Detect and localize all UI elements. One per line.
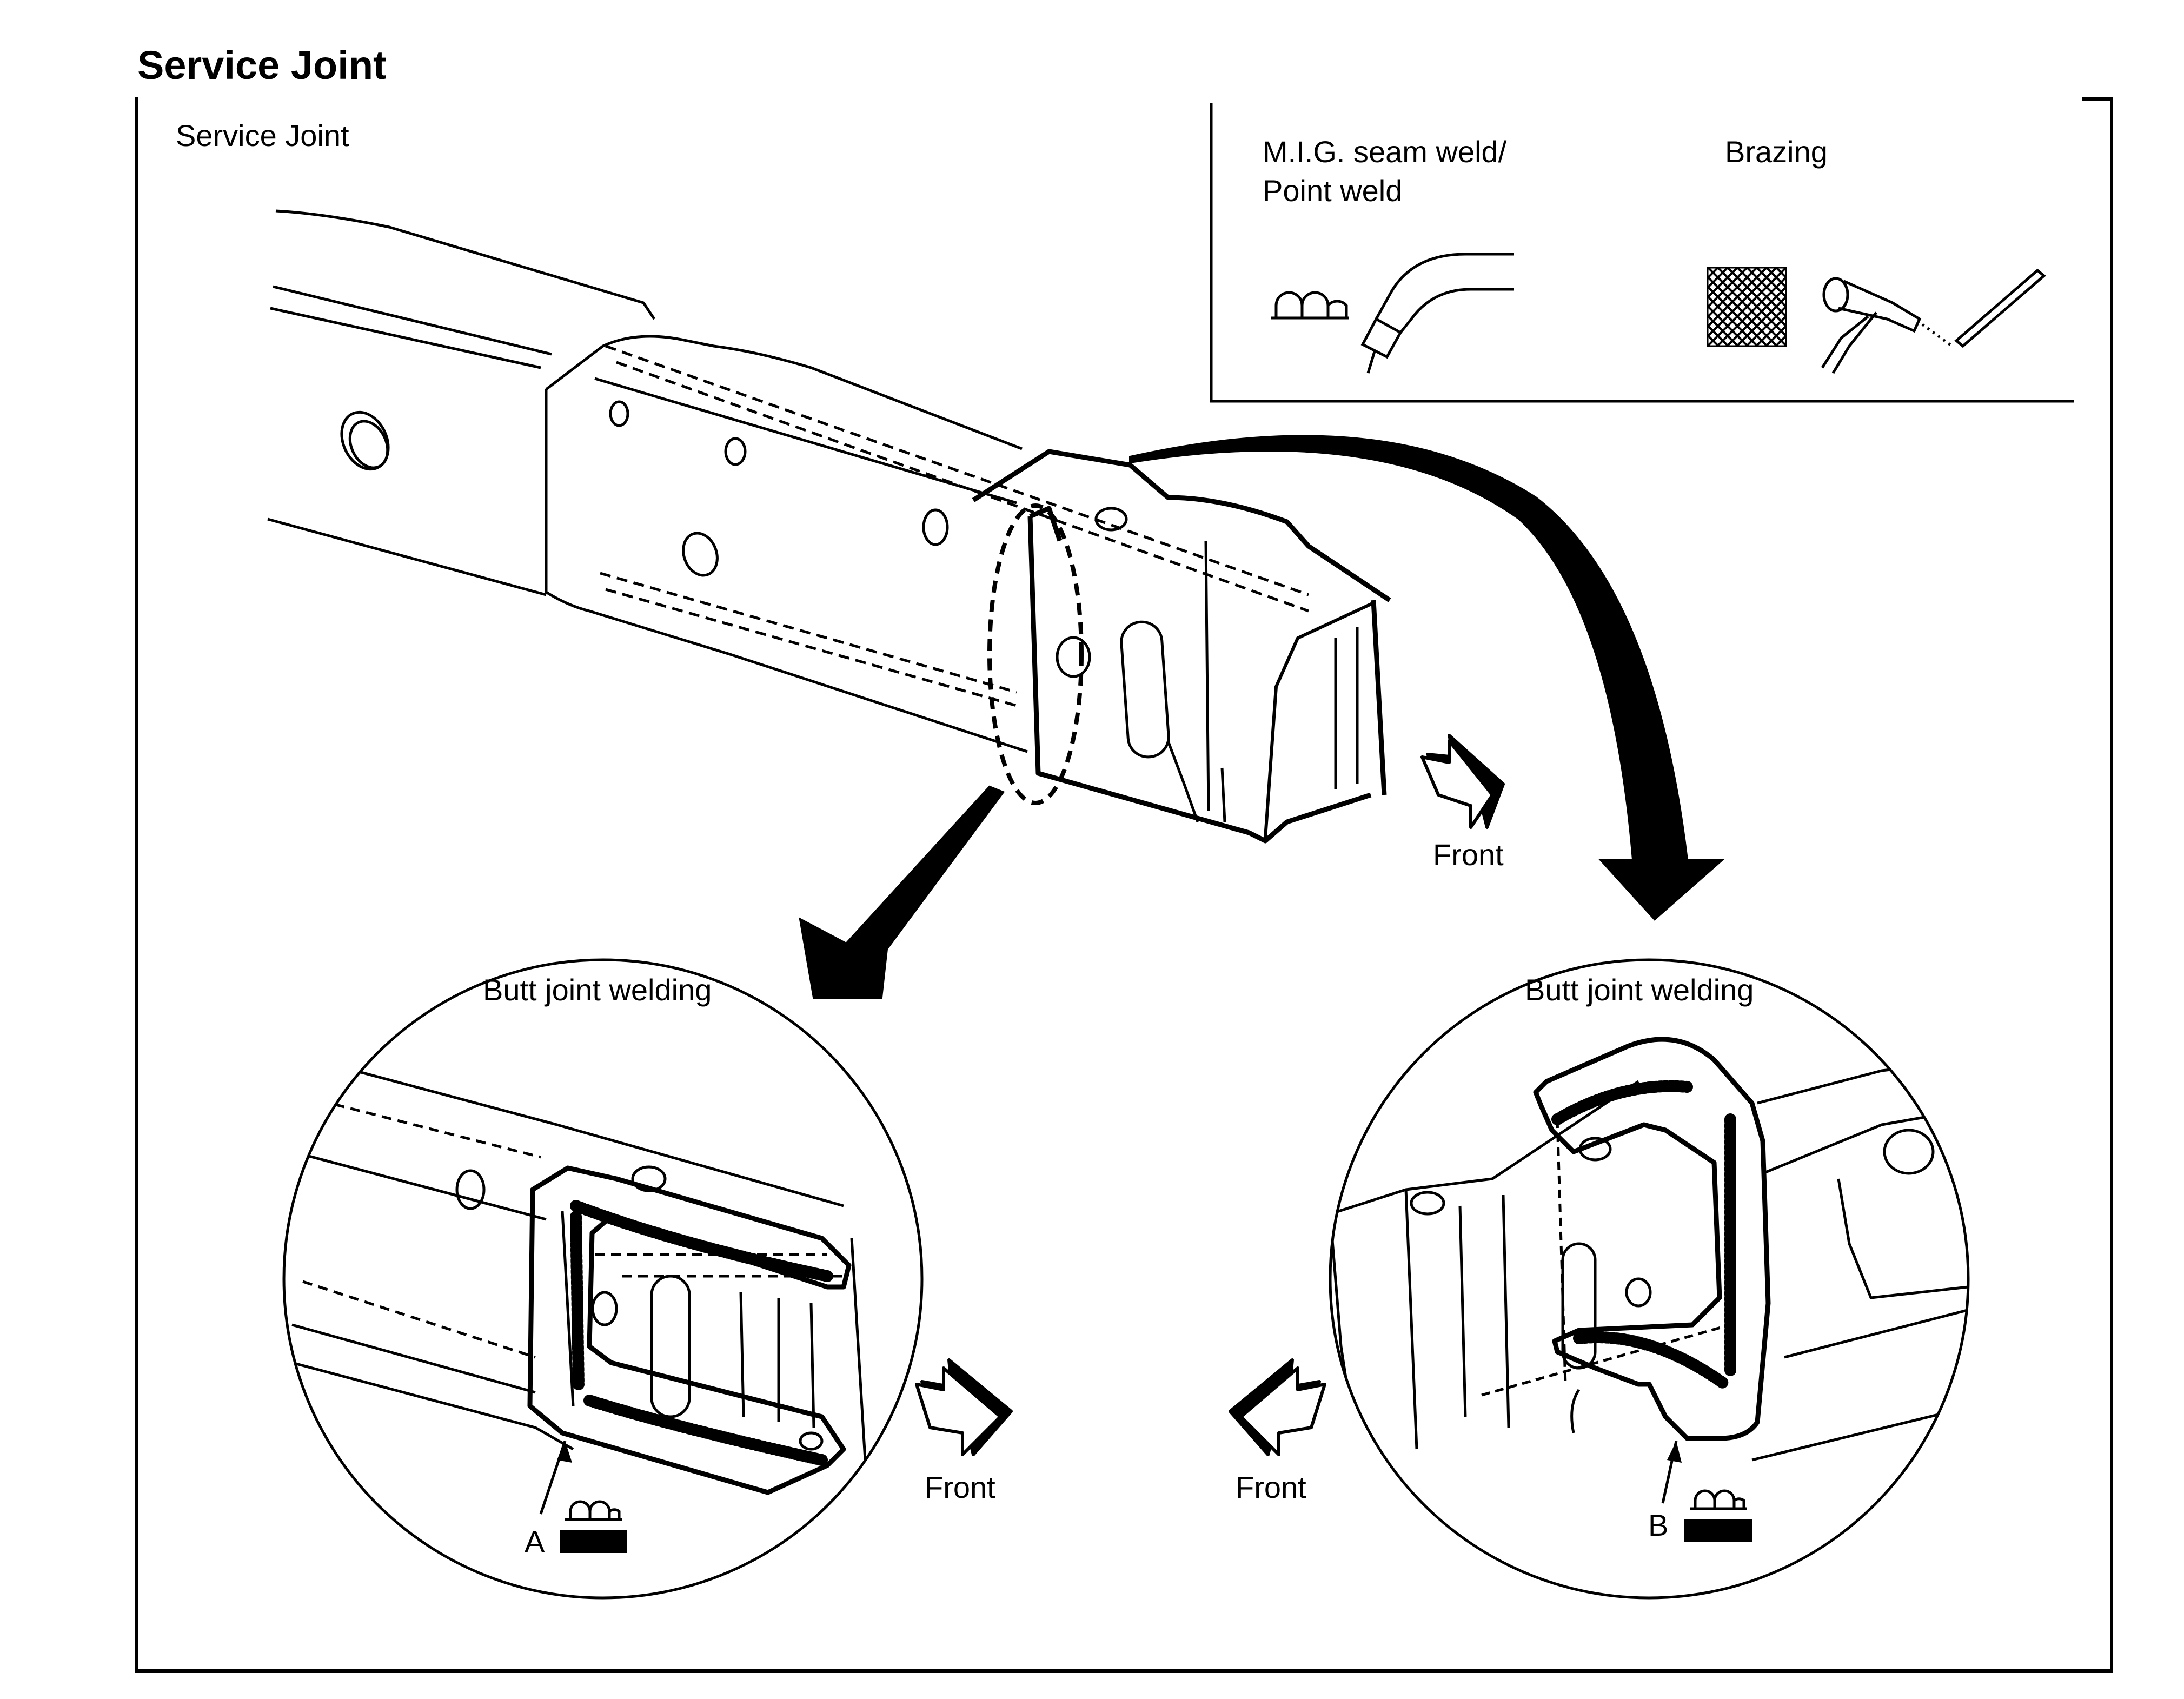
weld-legend: M.I.G. seam weld/ Point weld Brazing bbox=[1210, 103, 2074, 403]
detail-right-view: Butt joint welding B bbox=[1329, 958, 1970, 1600]
mig-label-line1: M.I.G. seam weld/ bbox=[1263, 135, 1507, 169]
detail-left-title: Butt joint welding bbox=[483, 973, 712, 1007]
callout-arrows bbox=[799, 435, 1725, 999]
figure-frame bbox=[135, 97, 2113, 1673]
front-arrow-icon bbox=[1420, 734, 1505, 829]
brazing-label: Brazing bbox=[1725, 135, 1828, 169]
front-arrow-icon bbox=[915, 1358, 1013, 1456]
brazing-torch-icon bbox=[1821, 268, 2046, 374]
mig-weld-symbol-icon bbox=[565, 1500, 622, 1521]
mig-torch-icon bbox=[1360, 253, 1514, 374]
figure-subtitle: Service Joint bbox=[176, 118, 349, 152]
detail-left-callout: A bbox=[525, 1524, 545, 1558]
detail-right-title: Butt joint welding bbox=[1525, 973, 1754, 1007]
detail-left-front-label: Front bbox=[925, 1470, 995, 1504]
mig-weld-symbol-icon bbox=[1271, 291, 1349, 320]
page-heading: Service Joint bbox=[137, 43, 387, 88]
brazing-crosshatch-icon bbox=[1707, 267, 1787, 347]
main-front-label: Front bbox=[1433, 838, 1504, 872]
mig-label-line2: Point weld bbox=[1263, 174, 1402, 208]
detail-right-front-label: Front bbox=[1236, 1470, 1306, 1504]
mig-weld-symbol-icon bbox=[1690, 1489, 1747, 1510]
front-arrow-icon bbox=[1229, 1358, 1326, 1456]
detail-left-view: Butt joint welding A bbox=[282, 958, 924, 1600]
frame-rail-main-view bbox=[267, 209, 1391, 844]
weld-bar-icon bbox=[560, 1530, 627, 1553]
detail-right-callout: B bbox=[1648, 1508, 1668, 1542]
weld-bar-icon bbox=[1684, 1519, 1752, 1542]
